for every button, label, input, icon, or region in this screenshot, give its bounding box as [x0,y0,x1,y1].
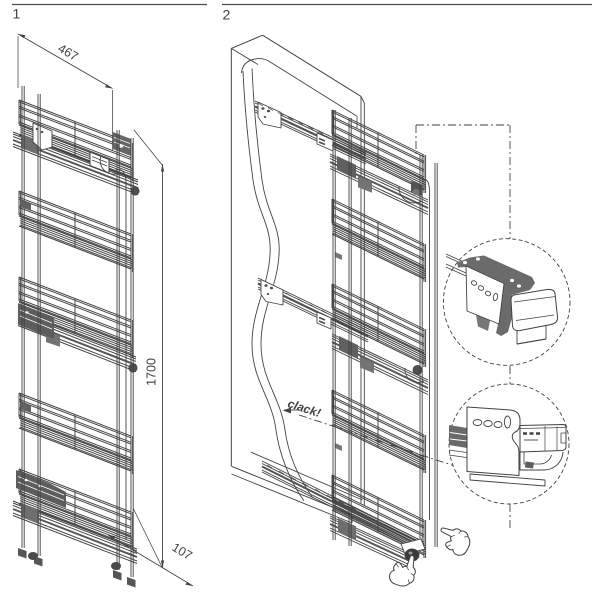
svg-text:1: 1 [13,6,21,22]
svg-text:1700: 1700 [145,358,159,386]
svg-text:2: 2 [223,7,231,23]
